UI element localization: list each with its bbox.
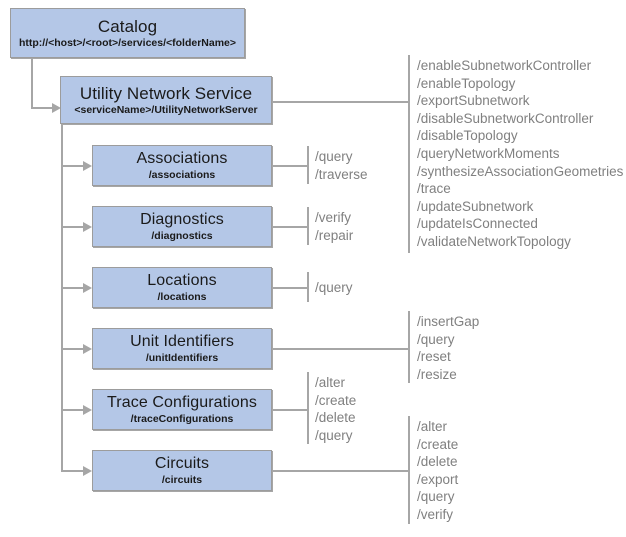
connector-diagnostics-operations [272,226,308,228]
connector-branch-circuits [61,470,87,472]
operations-list-circuits: /alter/create/delete/export/query/verify [417,418,458,524]
node-associations-title: Associations [136,150,228,167]
connector-branch-locations [61,287,87,289]
operations-list-trace-configurations: /alter/create/delete/query [315,374,356,444]
connector-catalog-right [31,107,56,109]
operation-item: /disableSubnetworkController [417,110,594,126]
node-associations-subtitle: /associations [148,169,216,181]
operation-item: /alter [417,419,448,434]
operation-item: /query [315,149,353,164]
node-circuits-title: Circuits [154,455,210,472]
operation-item: /create [417,436,459,452]
node-unitidentifiers-subtitle: /unitIdentifiers [145,352,219,364]
operations-list-diagnostics: /verify/repair [315,209,353,244]
node-associations[interactable]: Associations /associations [92,145,272,186]
connector-locations-operations [272,287,308,289]
operation-item: /reset [417,349,451,365]
connector-catalog-down [31,58,33,108]
connector-unitidentifiers-operations [272,348,409,350]
operation-item: /delete [315,410,356,426]
node-unitidentifiers-title: Unit Identifiers [130,333,234,350]
operations-list-locations: /query [315,279,353,297]
operation-item: /queryNetworkMoments [417,145,560,161]
operation-item: /validateNetworkTopology [417,233,571,249]
operation-item: /query [417,331,455,347]
operation-item: /synthesizeAssociationGeometries [417,163,624,179]
arrowhead-circuits [83,466,92,476]
node-unit-identifiers[interactable]: Unit Identifiers /unitIdentifiers [92,328,272,369]
operation-item: /updateIsConnected [417,216,538,232]
operation-item: /query [315,280,353,295]
arrowhead-diagnostics [83,222,92,232]
operation-item: /alter [315,375,346,390]
node-service-subtitle: <serviceName>/UtilityNetworkServer [74,103,258,116]
connector-branch-associations [61,165,87,167]
operation-item: /delete [417,454,458,470]
node-utility-network-service[interactable]: Utility Network Service <serviceName>/Ut… [60,76,272,124]
node-diagnostics[interactable]: Diagnostics /diagnostics [92,206,272,247]
operation-item: /query [315,427,353,443]
operation-item: /traverse [315,166,368,182]
node-catalog[interactable]: Catalog http://<host>/<root>/services/<f… [10,8,245,58]
arrowhead-associations [83,161,92,171]
connector-traceconfigurations-operations [272,409,308,411]
operation-item: /query [417,489,455,505]
node-diagnostics-subtitle: /diagnostics [151,230,213,242]
node-traceconfigurations-title: Trace Configurations [107,394,257,411]
node-trace-configurations[interactable]: Trace Configurations /traceConfiguration… [92,389,272,430]
bracket-diagnostics-operations [307,207,309,245]
bracket-associations-operations [307,146,309,184]
operation-item: /disableTopology [417,128,518,144]
node-traceconfigurations-subtitle: /traceConfigurations [130,413,234,425]
operations-list-service: /enableSubnetworkController/enableTopolo… [417,57,623,251]
arrowhead-service [52,103,61,113]
node-locations-title: Locations [147,272,217,289]
bracket-circuits-operations [408,416,410,524]
bracket-service-operations [408,55,410,253]
operations-list-associations: /query/traverse [315,148,368,183]
operation-item: /updateSubnetwork [417,198,534,214]
connector-circuits-operations [272,470,409,472]
operation-item: /insertGap [417,314,480,329]
operations-list-unit-identifiers: /insertGap/query/reset/resize [417,313,479,383]
operation-item: /create [315,392,357,408]
operation-item: /enableTopology [417,75,516,91]
operation-item: /resize [417,366,457,382]
connector-associations-operations [272,165,308,167]
node-catalog-subtitle: http://<host>/<root>/services/<folderNam… [18,36,237,49]
arrowhead-locations [83,283,92,293]
connector-branch-diagnostics [61,226,87,228]
arrowhead-unitidentifiers [83,344,92,354]
operation-item: /verify [315,210,352,225]
operation-item: /exportSubnetwork [417,93,530,109]
operation-item: /verify [417,506,454,522]
bracket-locations-operations [307,272,309,302]
node-locations-subtitle: /locations [157,291,207,303]
node-circuits[interactable]: Circuits /circuits [92,450,272,491]
node-service-title: Utility Network Service [79,83,253,103]
operation-item: /export [417,471,459,487]
node-locations[interactable]: Locations /locations [92,267,272,308]
connector-branch-traceconfigurations [61,409,87,411]
node-catalog-title: Catalog [97,16,158,36]
bracket-unitidentifiers-operations [408,311,410,383]
node-diagnostics-title: Diagnostics [140,211,224,228]
operation-item: /repair [315,227,354,243]
arrowhead-traceconfigurations [83,405,92,415]
bracket-traceconfigurations-operations [307,372,309,444]
connector-service-operations [272,101,409,103]
node-circuits-subtitle: /circuits [161,474,203,486]
operation-item: /enableSubnetworkController [417,58,592,73]
connector-branch-unitidentifiers [61,348,87,350]
connector-service-trunk [61,124,63,471]
operation-item: /trace [417,181,451,197]
